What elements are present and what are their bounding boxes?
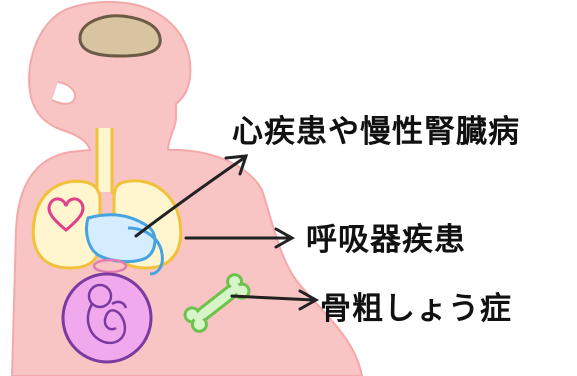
label-respiratory-disease: 呼吸器疾患 [306,214,466,259]
fetus-icon [63,274,151,362]
label-heart-kidney-disease: 心疾患や慢性腎臓病 [232,106,520,151]
label-osteoporosis: 骨粗しょう症 [320,283,512,328]
brain-icon [80,16,160,56]
